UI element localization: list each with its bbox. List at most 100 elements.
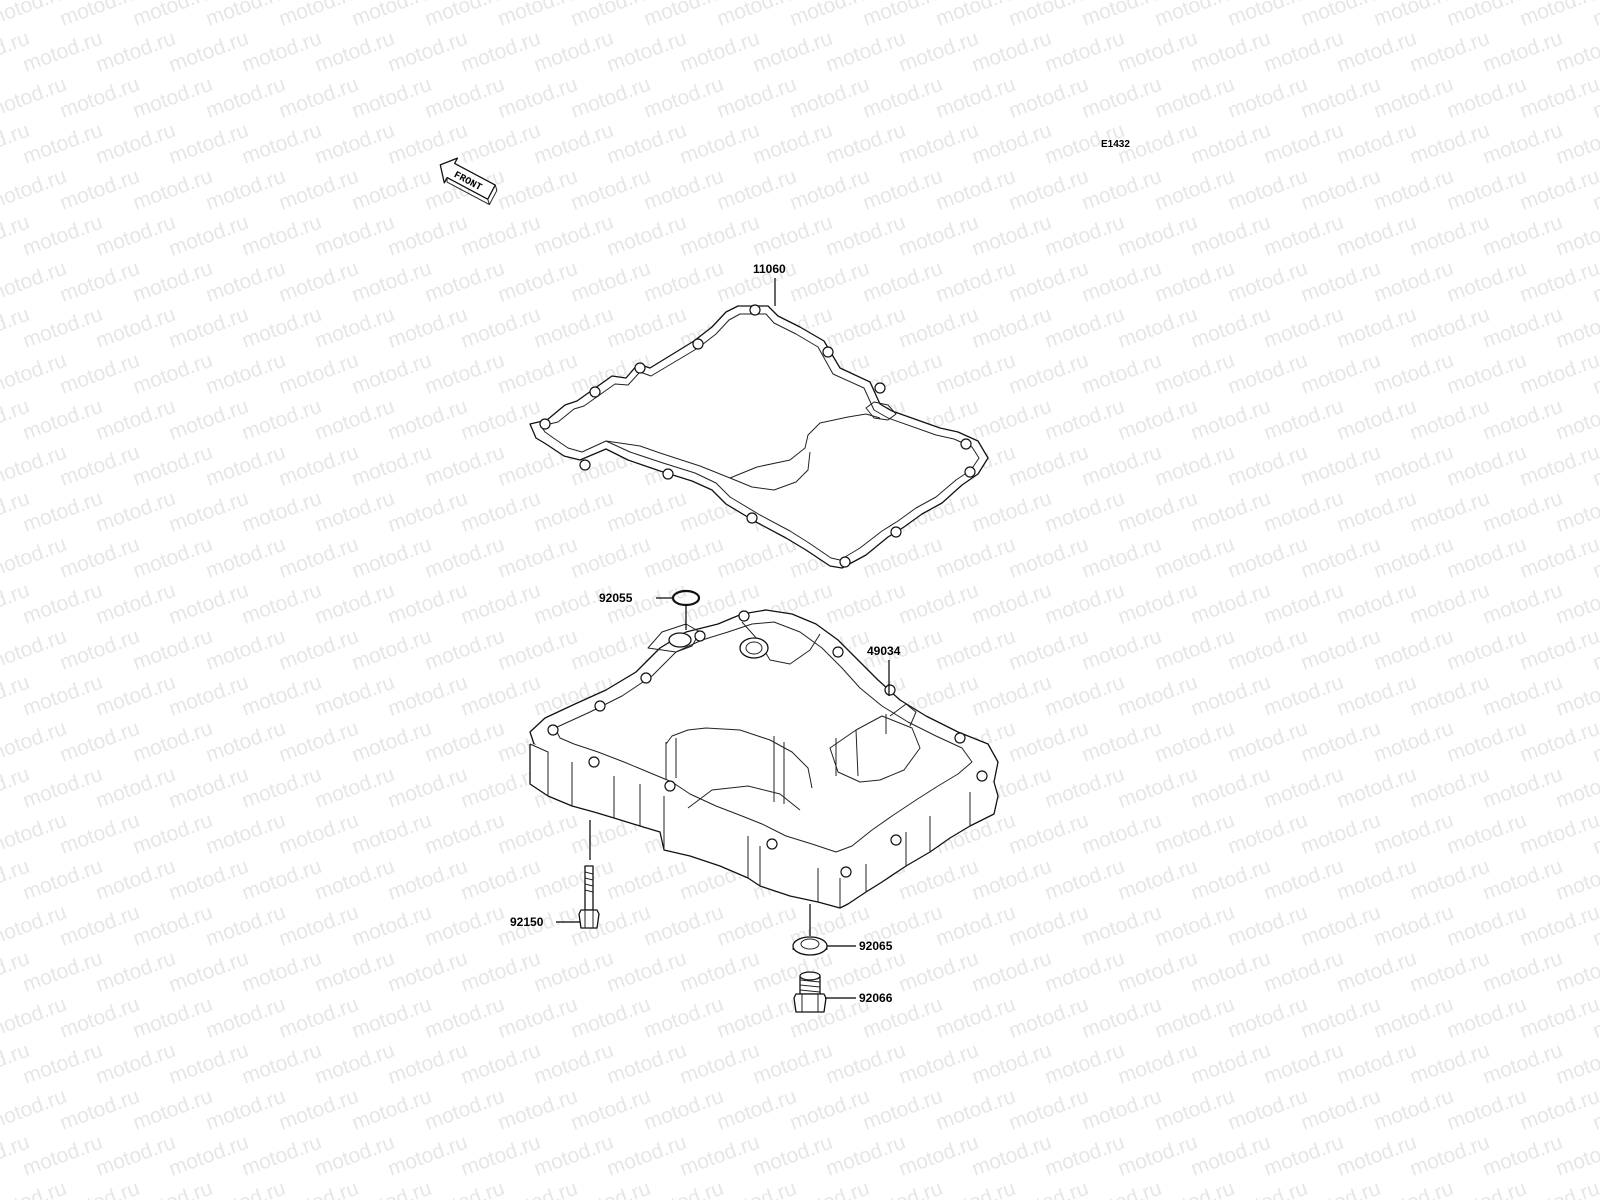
- watermark-text: motod.ru: [1188, 671, 1274, 721]
- watermark-text: motod.ru: [1444, 165, 1530, 215]
- watermark-text: motod.ru: [312, 395, 398, 445]
- watermark-text: motod.ru: [641, 1085, 727, 1135]
- part-label-92065[interactable]: 92065: [859, 939, 893, 953]
- part-label-92066[interactable]: 92066: [859, 991, 893, 1005]
- watermark-text: motod.ru: [787, 73, 873, 123]
- watermark-text: motod.ru: [385, 119, 471, 169]
- watermark-text: motod.ru: [1298, 1085, 1384, 1135]
- watermark-text: motod.ru: [1006, 809, 1092, 859]
- watermark-text: motod.ru: [1444, 809, 1530, 859]
- oil-pan-49034[interactable]: [529, 609, 999, 909]
- watermark-text: motod.ru: [677, 211, 763, 261]
- watermark-text: motod.ru: [1480, 487, 1566, 537]
- washer-92065[interactable]: [792, 936, 828, 956]
- watermark-text: motod.ru: [349, 0, 435, 31]
- watermark-text: motod.ru: [1225, 809, 1311, 859]
- watermark-text: motod.ru: [933, 625, 1019, 675]
- watermark-text: motod.ru: [276, 349, 362, 399]
- watermark-text: motod.ru: [93, 1131, 179, 1181]
- watermark-text: motod.ru: [1188, 855, 1274, 905]
- watermark-text: motod.ru: [1006, 441, 1092, 491]
- watermark-text: motod.ru: [896, 211, 982, 261]
- watermark-text: motod.ru: [1261, 303, 1347, 353]
- part-label-92055[interactable]: 92055: [599, 591, 633, 605]
- watermark-text: motod.ru: [1006, 257, 1092, 307]
- watermark-text: motod.ru: [750, 1131, 836, 1181]
- watermark-text: motod.ru: [130, 533, 216, 583]
- part-label-11060[interactable]: 11060: [753, 262, 786, 276]
- watermark-text: motod.ru: [1152, 349, 1238, 399]
- watermark-text: motod.ru: [1079, 809, 1165, 859]
- watermark-text: motod.ru: [203, 165, 289, 215]
- watermark-text: motod.ru: [166, 487, 252, 537]
- watermark-text: motod.ru: [1444, 441, 1530, 491]
- watermark-text: motod.ru: [385, 1039, 471, 1089]
- watermark-text: motod.ru: [1517, 1085, 1600, 1135]
- watermark-text: motod.ru: [0, 73, 70, 123]
- watermark-text: motod.ru: [1371, 349, 1457, 399]
- watermark-text: motod.ru: [714, 1085, 800, 1135]
- watermark-text: motod.ru: [239, 119, 325, 169]
- watermark-text: motod.ru: [349, 901, 435, 951]
- watermark-text: motod.ru: [787, 257, 873, 307]
- watermark-text: motod.ru: [969, 671, 1055, 721]
- watermark-text: motod.ru: [750, 947, 836, 997]
- watermark-text: motod.ru: [1261, 395, 1347, 445]
- watermark-text: motod.ru: [568, 0, 654, 31]
- watermark-text: motod.ru: [969, 395, 1055, 445]
- watermark-text: motod.ru: [20, 303, 106, 353]
- watermark-text: motod.ru: [1298, 533, 1384, 583]
- watermark-text: motod.ru: [349, 165, 435, 215]
- watermark-text: motod.ru: [0, 533, 70, 583]
- watermark-text: motod.ru: [57, 1085, 143, 1135]
- watermark-text: motod.ru: [1079, 625, 1165, 675]
- watermark-text: motod.ru: [568, 533, 654, 583]
- watermark-text: motod.ru: [823, 579, 909, 629]
- watermark-text: motod.ru: [495, 1085, 581, 1135]
- watermark-text: motod.ru: [239, 947, 325, 997]
- watermark-text: motod.ru: [495, 73, 581, 123]
- watermark-text: motod.ru: [93, 947, 179, 997]
- part-label-49034[interactable]: 49034: [867, 644, 901, 658]
- watermark-text: motod.ru: [823, 119, 909, 169]
- watermark-text: motod.ru: [604, 947, 690, 997]
- watermark-text: motod.ru: [604, 487, 690, 537]
- watermark-text: motod.ru: [385, 855, 471, 905]
- watermark-text: motod.ru: [312, 1131, 398, 1181]
- watermark-text: motod.ru: [203, 0, 289, 31]
- watermark-text: motod.ru: [276, 625, 362, 675]
- watermark-text: motod.ru: [860, 73, 946, 123]
- watermark-text: motod.ru: [787, 165, 873, 215]
- watermark-text: motod.ru: [422, 993, 508, 1043]
- watermark-text: motod.ru: [93, 211, 179, 261]
- watermark-text: motod.ru: [860, 0, 946, 31]
- watermark-text: motod.ru: [239, 1039, 325, 1089]
- watermark-text: motod.ru: [1115, 487, 1201, 537]
- watermark-text: motod.ru: [312, 211, 398, 261]
- watermark-text: motod.ru: [714, 901, 800, 951]
- watermark-text: motod.ru: [495, 165, 581, 215]
- watermark-text: motod.ru: [166, 855, 252, 905]
- watermark-text: motod.ru: [969, 303, 1055, 353]
- watermark-text: motod.ru: [0, 257, 70, 307]
- watermark-text: motod.ru: [130, 717, 216, 767]
- watermark-text: motod.ru: [1444, 625, 1530, 675]
- watermark-text: motod.ru: [57, 257, 143, 307]
- watermark-text: motod.ru: [1444, 349, 1530, 399]
- watermark-text: motod.ru: [458, 487, 544, 537]
- watermark-text: motod.ru: [1152, 1085, 1238, 1135]
- part-label-92150[interactable]: 92150: [510, 915, 544, 929]
- watermark-text: motod.ru: [385, 671, 471, 721]
- watermark-text: motod.ru: [641, 0, 727, 31]
- watermark-text: motod.ru: [0, 349, 70, 399]
- watermark-text: motod.ru: [57, 73, 143, 123]
- oil-pan-bolt-holes: [547, 610, 988, 878]
- bolt-92150[interactable]: [578, 865, 600, 929]
- watermark-text: motod.ru: [495, 533, 581, 583]
- watermark-text: motod.ru: [1371, 0, 1457, 31]
- gasket-11060[interactable]: [529, 304, 989, 569]
- watermark-text: motod.ru: [969, 1131, 1055, 1181]
- drain-plug-92066[interactable]: [793, 971, 827, 1013]
- watermark-text: motod.ru: [0, 993, 70, 1043]
- watermark-text: motod.ru: [495, 257, 581, 307]
